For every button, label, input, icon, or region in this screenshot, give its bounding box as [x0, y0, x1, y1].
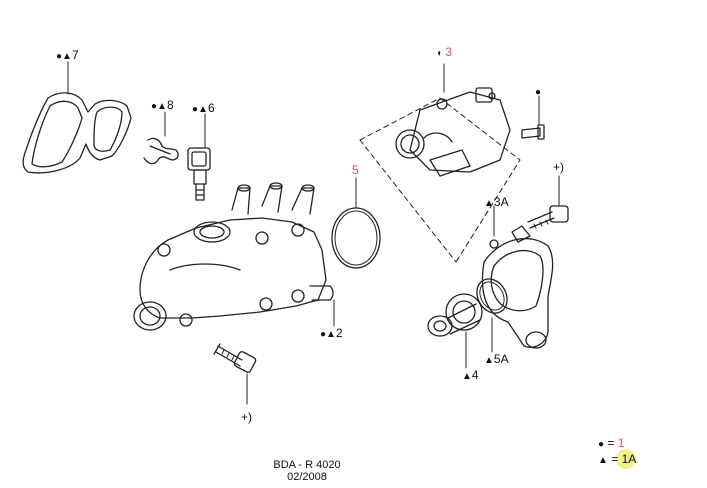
legend-row-2-eq: = [611, 452, 619, 466]
legend-row-2: ▲ = 1A [598, 452, 636, 466]
callout-plus-bottom: +) [241, 410, 252, 424]
callout-5A: ▲5A [484, 352, 509, 366]
thermostat-assembly-part-3 [359, 87, 521, 263]
bolt-upper-right [521, 124, 545, 140]
callout-4-number: 4 [471, 368, 479, 382]
footer: BDA - R 4020 02/2008 [262, 459, 352, 483]
legend-row-1-eq: = [607, 436, 615, 450]
footer-reference: BDA - R 4020 [273, 459, 341, 471]
callout-5: 5 [352, 163, 359, 177]
callout-6-number: 6 [207, 101, 215, 115]
legend-row-1-value: 1 [617, 436, 625, 450]
callout-plus-top: +) [553, 160, 564, 174]
thermostat-housing-part-2 [133, 182, 334, 331]
callout-6-symbols: ●▲ [192, 104, 208, 115]
legend-row-2-symbol: ▲ [598, 455, 608, 466]
callout-8: ●▲8 [151, 98, 174, 112]
callout-7-number: 7 [71, 48, 79, 62]
callout-dot: ● [535, 84, 541, 98]
legend-highlight [616, 449, 636, 469]
callout-plus-bottom-text: +) [241, 410, 253, 424]
callout-dot-symbols: ● [535, 87, 542, 98]
callout-8-symbols: ●▲ [151, 101, 167, 112]
cover-part-3A [481, 225, 554, 349]
legend-row-1: ● = 1 [598, 436, 624, 450]
bolt-lower-left [213, 343, 257, 373]
callout-2-symbols: ●▲ [320, 329, 336, 340]
sensor-part-6 [187, 147, 211, 201]
callout-5A-number: 5A [493, 352, 509, 366]
callout-2-number: 2 [335, 326, 343, 340]
callout-3: ◖ 3 [436, 45, 452, 59]
callout-6: ●▲6 [192, 101, 215, 115]
callout-5-number: 5 [352, 163, 359, 177]
callout-3A-symbols: ▲ [484, 198, 494, 209]
callout-3-number: 3 [445, 45, 453, 59]
callout-3A: ▲3A [484, 195, 509, 209]
callout-3-symbols: ◖ [436, 48, 443, 59]
callout-2: ●▲2 [320, 326, 343, 340]
legend-row-2-value: 1A [621, 452, 637, 466]
callout-7-symbols: ●▲ [56, 51, 72, 62]
clip-part-8 [143, 137, 179, 165]
legend-row-1-symbol: ● [598, 439, 605, 450]
footer-date: 02/2008 [287, 471, 327, 483]
thermostat-insert-part-4 [427, 293, 483, 337]
callout-3A-number: 3A [493, 195, 509, 209]
callout-4-symbols: ▲ [462, 371, 472, 382]
gasket-part-7 [22, 92, 132, 174]
bolt-right [527, 205, 569, 229]
callout-plus-top-text: +) [553, 160, 565, 174]
callout-4: ▲4 [462, 368, 479, 382]
callout-7: ●▲7 [56, 48, 79, 62]
callout-8-number: 8 [166, 98, 174, 112]
callout-5A-symbols: ▲ [484, 355, 494, 366]
o-ring-part-5 [331, 207, 381, 269]
